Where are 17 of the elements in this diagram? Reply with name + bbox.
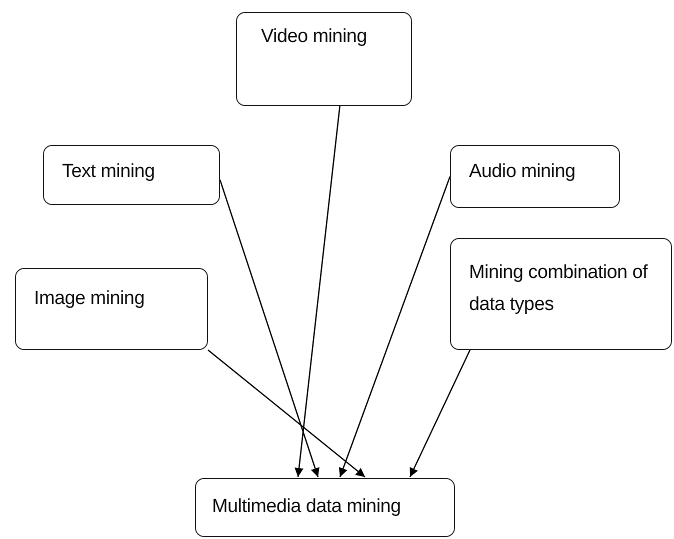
arrow [409, 350, 471, 478]
box-label: Text mining [62, 160, 156, 184]
arrow [294, 106, 340, 478]
process-box [450, 238, 672, 350]
process-box [450, 145, 620, 208]
box-label: Image mining [34, 287, 146, 311]
process-box [195, 478, 455, 537]
process-box [43, 145, 220, 205]
process-box [15, 268, 208, 350]
arrow [219, 180, 320, 478]
arrow [338, 176, 451, 478]
box-label: Audio mining [469, 160, 576, 184]
box-label: Mining combination of data types [469, 261, 649, 317]
box-label: Multimedia data mining [212, 495, 402, 519]
process-box [236, 12, 412, 106]
arrow [208, 350, 366, 478]
box-label: Video mining [261, 25, 368, 49]
